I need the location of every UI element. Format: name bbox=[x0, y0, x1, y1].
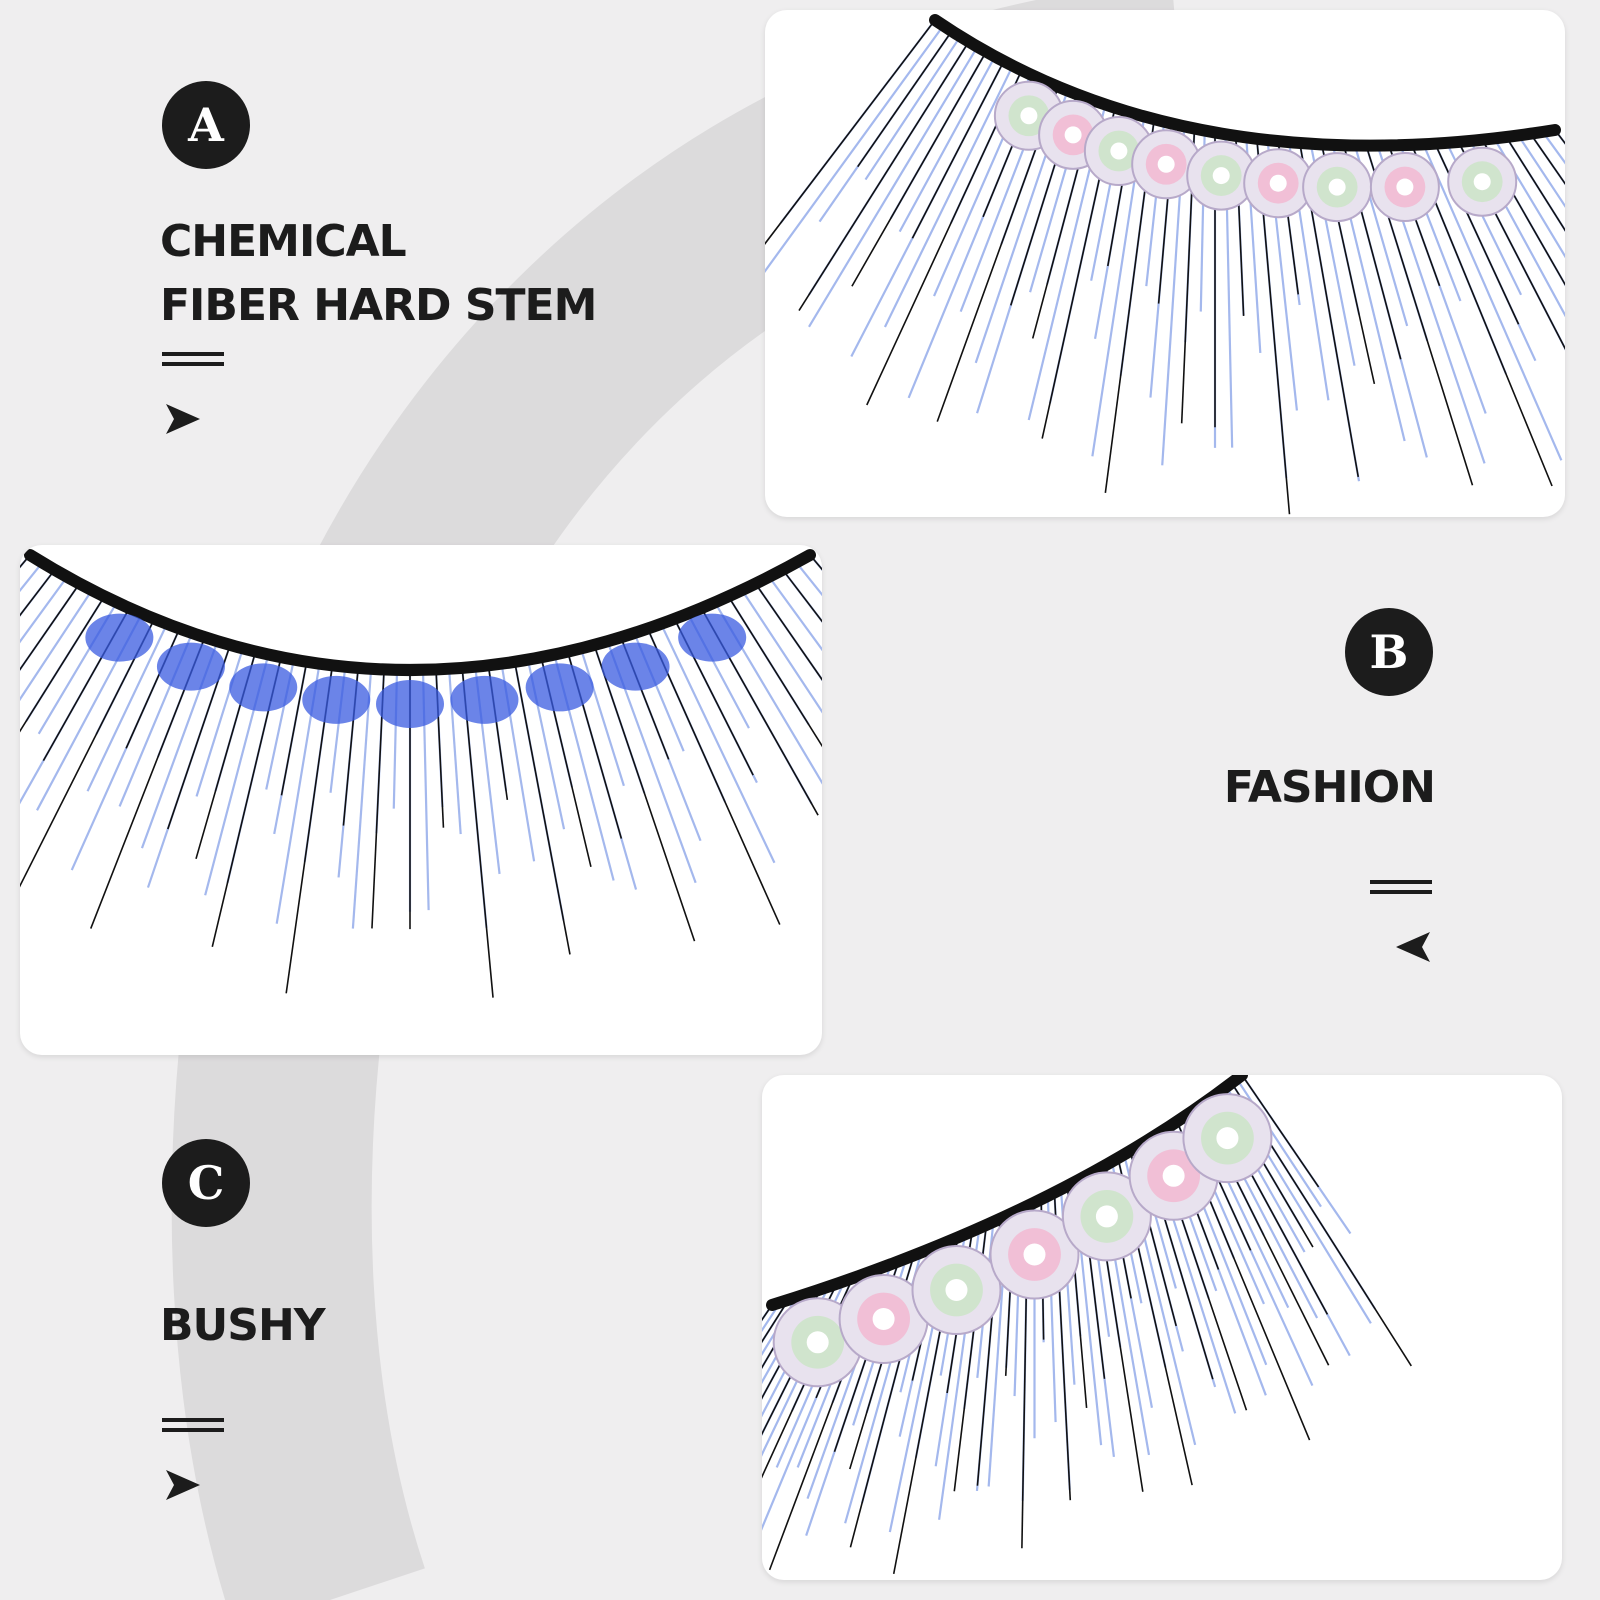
blue-lash-fiber bbox=[1517, 134, 1565, 208]
black-lash-fiber bbox=[809, 554, 822, 571]
black-lash-fiber bbox=[280, 661, 308, 796]
blue-lash-fiber bbox=[883, 65, 1014, 328]
feature-a-divider bbox=[162, 352, 224, 366]
blue-lash-fiber bbox=[660, 623, 776, 864]
blue-lash-fiber bbox=[765, 24, 945, 273]
blue-lash-fiber bbox=[351, 668, 373, 929]
blue-lash-fiber bbox=[741, 589, 822, 714]
black-lash-fiber bbox=[754, 583, 822, 681]
lash-band bbox=[24, 549, 816, 676]
badge-a: A bbox=[162, 81, 250, 169]
blue-lash-fiber bbox=[20, 589, 93, 702]
blue-base-segment bbox=[601, 642, 670, 691]
lash-band bbox=[766, 1075, 1248, 1311]
black-lash-fiber bbox=[20, 618, 156, 888]
blue-lash-fiber bbox=[195, 648, 244, 797]
blue-lash-fiber bbox=[1422, 143, 1563, 461]
arrow-right-icon bbox=[166, 404, 200, 434]
feature-b-divider bbox=[1370, 880, 1432, 894]
feature-a-title-line1: CHEMICAL bbox=[160, 216, 407, 267]
feature-b-title-line1: FASHION bbox=[1223, 762, 1436, 813]
photo-rhinestone-lash-2 bbox=[762, 1075, 1562, 1580]
badge-c-letter: C bbox=[187, 1156, 225, 1210]
blue-lash-fiber bbox=[579, 648, 625, 787]
feature-a-title-line2: FIBER HARD STEM bbox=[160, 280, 597, 331]
lash-illustration bbox=[762, 1075, 1412, 1575]
blue-lash-fiber bbox=[20, 576, 68, 644]
black-lash-fiber bbox=[765, 19, 936, 245]
black-lash-fiber bbox=[798, 41, 970, 312]
black-lash-fiber bbox=[20, 583, 81, 671]
lash-illustration bbox=[20, 549, 822, 998]
black-lash-fiber bbox=[20, 595, 106, 733]
blue-base-segment bbox=[229, 663, 298, 712]
blue-lash-fiber bbox=[795, 561, 822, 597]
black-lash-fiber bbox=[646, 628, 781, 925]
black-lash-fiber bbox=[857, 30, 953, 168]
badge-b-letter: B bbox=[1369, 625, 1409, 679]
feature-b-title: FASHION bbox=[1223, 756, 1436, 820]
blue-lash-fiber bbox=[768, 576, 822, 652]
black-lash-fiber bbox=[513, 661, 571, 955]
arrow-left-icon bbox=[1396, 932, 1430, 962]
lash-band bbox=[929, 14, 1561, 152]
lash-illustration bbox=[765, 14, 1565, 515]
black-lash-fiber bbox=[762, 1299, 790, 1344]
blue-base-segment bbox=[302, 675, 371, 724]
blue-base-segment bbox=[85, 613, 154, 662]
photo-rhinestone-lash-1 bbox=[765, 10, 1565, 517]
feature-c-title-line1: BUSHY bbox=[160, 1300, 326, 1351]
blue-base-segment bbox=[678, 613, 747, 662]
badge-c: C bbox=[162, 1139, 250, 1227]
feature-a-title: CHEMICAL FIBER HARD STEM bbox=[160, 210, 597, 338]
black-lash-fiber bbox=[782, 569, 822, 623]
arrow-right-icon bbox=[166, 1470, 200, 1500]
black-lash-fiber bbox=[20, 569, 56, 617]
black-lash-fiber bbox=[1505, 136, 1565, 232]
blue-base-segment bbox=[450, 675, 519, 724]
black-lash-fiber bbox=[727, 595, 822, 748]
black-lash-fiber bbox=[20, 554, 31, 569]
blue-base-segment bbox=[376, 680, 444, 728]
blue-lash-fiber bbox=[898, 56, 996, 233]
feature-c-title: BUSHY bbox=[160, 1294, 326, 1358]
black-lash-fiber bbox=[461, 667, 494, 998]
badge-a-letter: A bbox=[188, 98, 224, 152]
blue-lash-fiber bbox=[808, 46, 979, 328]
blue-base-segment bbox=[525, 663, 594, 712]
blue-lash-fiber bbox=[864, 35, 962, 181]
black-lash-fiber bbox=[911, 60, 1005, 239]
photo-blue-lash bbox=[20, 545, 822, 1055]
badge-b: B bbox=[1345, 608, 1433, 696]
black-lash-fiber bbox=[1241, 1075, 1320, 1188]
blue-lash-fiber bbox=[86, 623, 169, 792]
blue-base-segment bbox=[156, 642, 225, 691]
black-lash-fiber bbox=[593, 644, 696, 942]
blue-lash-fiber bbox=[20, 582, 81, 672]
black-lash-fiber bbox=[851, 51, 987, 287]
feature-c-divider bbox=[162, 1418, 224, 1432]
